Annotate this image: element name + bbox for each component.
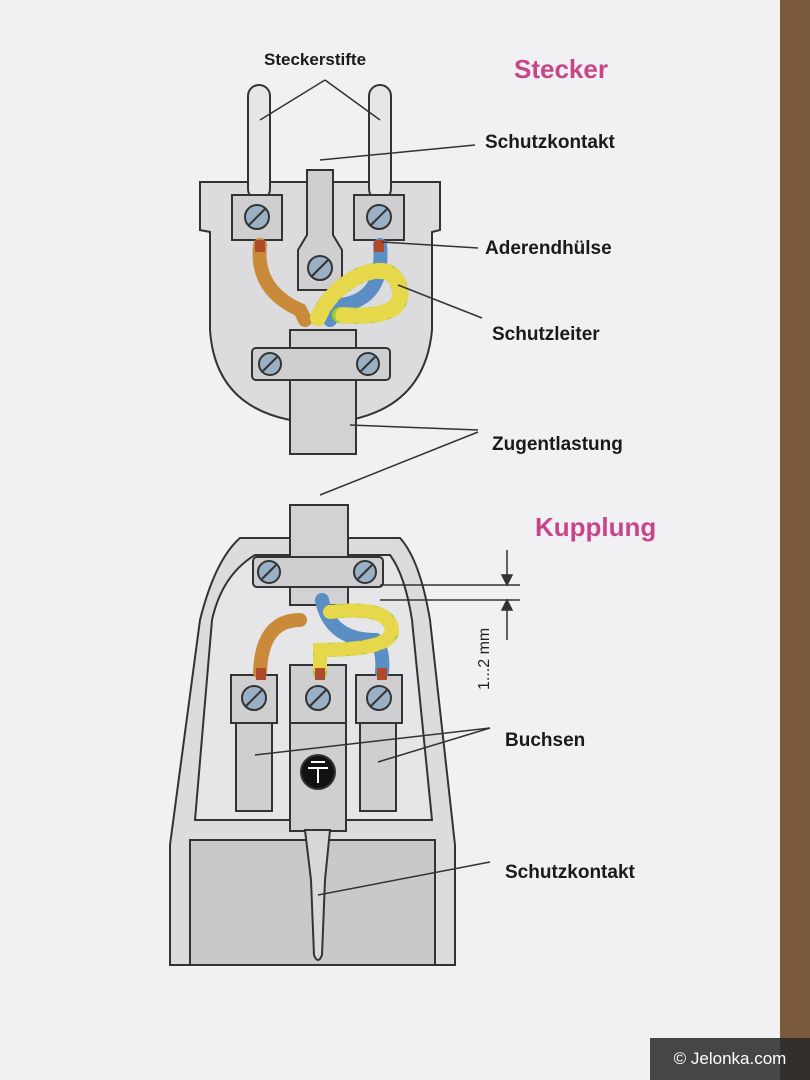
dimension-label: 1...2 mm	[476, 627, 493, 690]
label-schutzkontakt-bottom: Schutzkontakt	[505, 862, 635, 883]
wire-ferrule	[377, 668, 387, 680]
coupler-leader-lines	[254, 727, 491, 896]
plug-leader-lines	[259, 79, 483, 496]
label-buchsen: Buchsen	[505, 730, 586, 751]
label-schutzleiter: Schutzleiter	[492, 324, 600, 345]
socket-left	[235, 722, 273, 812]
label-schutzkontakt-top: Schutzkontakt	[485, 132, 615, 153]
plug-pin-right	[368, 84, 392, 201]
dimension-marker	[380, 550, 520, 640]
plug-drawing	[199, 84, 441, 455]
brown-wire	[253, 613, 307, 679]
title-kupplung: Kupplung	[535, 512, 657, 542]
coupler-cable	[289, 504, 349, 606]
wire-ferrule	[374, 240, 384, 252]
coupler-strain-relief	[252, 556, 384, 588]
plug-pin-left	[247, 84, 271, 201]
label-zugentlastung: Zugentlastung	[492, 434, 623, 455]
coupler-wires	[253, 593, 400, 680]
blue-wire	[323, 238, 388, 327]
brown-wire	[252, 238, 312, 327]
socket-right	[359, 722, 397, 812]
wire-ferrule	[315, 668, 325, 680]
plug-wires	[252, 238, 409, 327]
plug-strain-relief	[251, 347, 391, 381]
coupler-drawing	[169, 504, 456, 966]
label-aderendhuelse: Aderendhülse	[485, 238, 612, 259]
coupler-earth-contact	[303, 829, 332, 961]
watermark: © Jelonka.com	[650, 1038, 810, 1080]
wire-ferrule	[255, 240, 265, 252]
title-stecker: Stecker	[514, 54, 608, 84]
label-steckerstifte: Steckerstifte	[264, 50, 367, 69]
wire-ferrule	[256, 668, 266, 680]
